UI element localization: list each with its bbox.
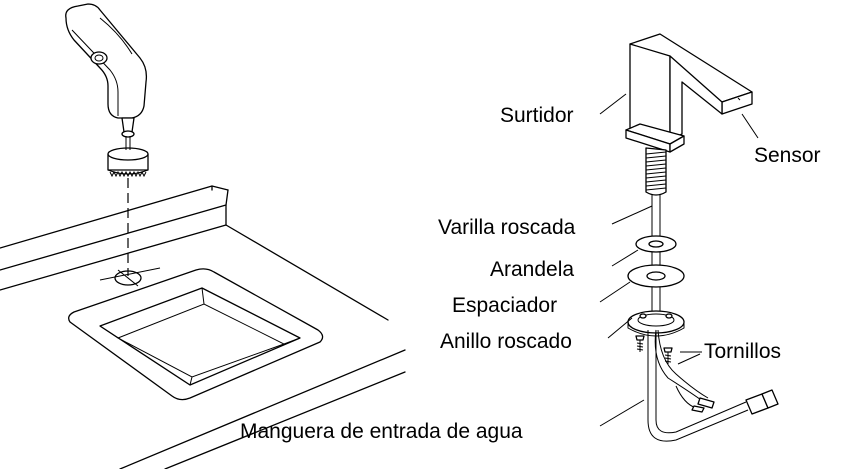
faucet-assembly-left — [65, 3, 149, 178]
label-spacer: Espaciador — [452, 294, 557, 317]
label-water-inlet-hose: Manguera de entrada de agua — [240, 420, 523, 443]
label-spout: Surtidor — [500, 104, 574, 127]
label-threaded-rod: Varilla roscada — [438, 216, 576, 239]
label-threaded-ring: Anillo roscado — [440, 330, 572, 353]
label-screws: Tornillos — [704, 340, 781, 363]
label-sensor: Sensor — [754, 144, 821, 167]
callout-labels: Surtidor Sensor Varilla roscada Arandela… — [240, 93, 821, 443]
label-washer: Arandela — [490, 258, 574, 281]
countertop-sink-illustration — [0, 178, 406, 470]
faucet-exploded-view — [625, 33, 779, 442]
